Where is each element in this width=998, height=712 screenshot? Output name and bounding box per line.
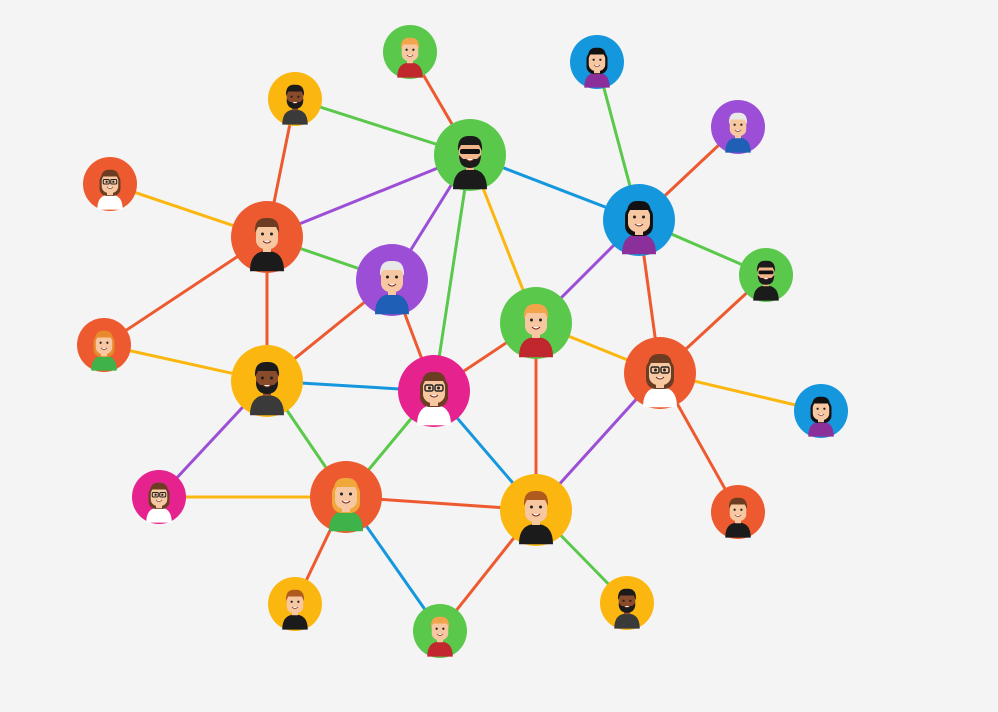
avatar-node-n22	[413, 604, 467, 658]
woman-glasses-avatar-icon	[643, 353, 677, 408]
woman-black-hair-avatar-icon	[622, 200, 656, 255]
avatar-node-n14	[398, 355, 470, 427]
avatar-node-n13	[231, 345, 303, 417]
avatar-node-n17	[132, 470, 186, 524]
woman-blonde-avatar-icon	[329, 477, 363, 532]
connection-line-n4-n14	[432, 153, 472, 393]
man-white-hair-avatar-icon	[375, 260, 409, 315]
avatar-node-n21	[268, 577, 322, 631]
avatar-node-n12	[77, 318, 131, 372]
man-spiky-hair-avatar-icon	[519, 490, 553, 545]
man-brown-hair-avatar-icon	[725, 497, 751, 538]
man-beard-avatar-icon	[250, 361, 284, 416]
man-ginger-avatar-icon	[519, 303, 553, 358]
man-beard-avatar-icon	[614, 588, 640, 629]
woman-glasses-avatar-icon	[97, 169, 123, 210]
man-ginger-avatar-icon	[427, 616, 453, 657]
avatar-node-n5	[711, 100, 765, 154]
avatar-node-n19	[500, 474, 572, 546]
connection-line-n4-n7	[265, 153, 472, 239]
man-spiky-hair-avatar-icon	[282, 589, 308, 630]
avatar-node-n10	[739, 248, 793, 302]
avatar-node-n8	[603, 184, 675, 256]
avatar-nodes	[77, 25, 848, 658]
avatar-node-n15	[624, 337, 696, 409]
avatar-node-n6	[83, 157, 137, 211]
avatar-node-n1	[383, 25, 437, 79]
avatar-node-n2	[570, 35, 624, 89]
man-sunglasses-beard-avatar-icon	[453, 135, 487, 190]
avatar-node-n18	[310, 461, 382, 533]
avatar-node-n23	[600, 576, 654, 630]
woman-glasses-avatar-icon	[146, 482, 172, 523]
man-beard-avatar-icon	[282, 84, 308, 125]
avatar-node-n20	[711, 485, 765, 539]
man-brown-hair-avatar-icon	[250, 217, 284, 272]
woman-ginger-avatar-icon	[91, 330, 117, 371]
man-blond-avatar-icon	[397, 37, 423, 78]
avatar-node-n16	[794, 384, 848, 438]
avatar-node-n4	[434, 119, 506, 191]
avatar-node-n7	[231, 201, 303, 273]
avatar-node-n11	[500, 287, 572, 359]
woman-black-hair-avatar-icon	[808, 396, 834, 437]
avatar-node-n9	[356, 244, 428, 316]
man-sunglasses-beard-avatar-icon	[753, 260, 779, 301]
woman-black-hair-avatar-icon	[584, 47, 610, 88]
avatar-node-n3	[268, 72, 322, 126]
man-white-hair-avatar-icon	[725, 112, 751, 153]
woman-glasses-avatar-icon	[417, 371, 451, 426]
